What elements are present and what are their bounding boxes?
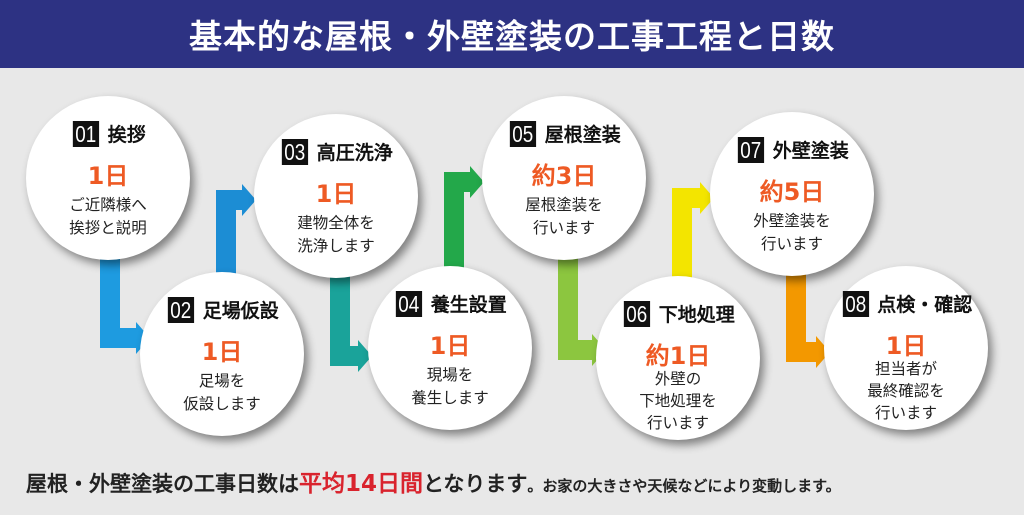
step-04: 04 養生設置 1日 現場を 養生します bbox=[368, 266, 532, 430]
step-header: 03 高圧洗浄 bbox=[254, 138, 418, 165]
summary-note: 。お家の大きさや天候などにより変動します。 bbox=[527, 477, 841, 495]
step-description: ご近隣様へ 挨拶と説明 bbox=[36, 194, 180, 240]
step-duration: 約1日 bbox=[645, 342, 711, 370]
step-duration: 1日 bbox=[87, 162, 129, 190]
step-title: 養生設置 bbox=[430, 294, 507, 316]
summary-lead: 屋根・外壁塗装の工事日数は bbox=[26, 472, 299, 496]
step-header: 02 足場仮設 bbox=[140, 296, 304, 323]
arrow-06-to-07 bbox=[672, 182, 714, 294]
description-line: 建物全体を bbox=[297, 214, 375, 232]
step-07: 07 外壁塗装 約5日 外壁塗装を 行います bbox=[710, 112, 874, 276]
step-duration: 約3日 bbox=[531, 162, 597, 190]
description-line: 仮設します bbox=[183, 395, 261, 413]
step-number: 05 bbox=[510, 120, 536, 147]
step-description: 建物全体を 洗浄します bbox=[264, 212, 408, 258]
description-line: 担当者が bbox=[874, 360, 937, 378]
arrow-05-to-06 bbox=[558, 250, 606, 366]
step-number: 02 bbox=[168, 296, 194, 323]
flow-arrows bbox=[100, 166, 830, 372]
description-line: 外壁の bbox=[654, 370, 702, 388]
summary-tail: となります bbox=[423, 472, 528, 496]
description-line: 最終確認を bbox=[867, 382, 945, 400]
step-title: 挨拶 bbox=[107, 124, 146, 146]
description-line: 洗浄します bbox=[297, 237, 375, 255]
description-line: 挨拶と説明 bbox=[69, 219, 147, 237]
description-line: 足場を bbox=[198, 372, 246, 390]
step-02: 02 足場仮設 1日 足場を 仮設します bbox=[140, 272, 304, 436]
step-header: 01 挨拶 bbox=[26, 120, 190, 147]
step-duration: 1日 bbox=[315, 180, 357, 208]
step-description: 足場を 仮設します bbox=[150, 370, 294, 416]
description-line: 屋根塗装を bbox=[525, 196, 603, 214]
step-number: 04 bbox=[396, 290, 422, 317]
arrow-01-to-02 bbox=[100, 238, 150, 354]
step-06: 06 下地処理 約1日 外壁の 下地処理を 行います bbox=[596, 276, 760, 440]
step-title: 下地処理 bbox=[658, 304, 735, 326]
description-line: 現場を bbox=[426, 366, 474, 384]
description-line: 行います bbox=[874, 404, 937, 422]
step-description: 屋根塗装を 行います bbox=[492, 194, 636, 240]
step-description: 外壁塗装を 行います bbox=[720, 210, 864, 256]
step-number: 06 bbox=[624, 300, 650, 327]
step-header: 06 下地処理 bbox=[596, 300, 760, 327]
description-line: 行います bbox=[532, 219, 595, 237]
arrow-04-to-05 bbox=[444, 166, 484, 278]
step-title: 屋根塗装 bbox=[544, 124, 621, 146]
step-description: 担当者が 最終確認を 行います bbox=[834, 358, 978, 424]
step-duration: 1日 bbox=[885, 332, 927, 360]
step-title: 高圧洗浄 bbox=[316, 142, 393, 164]
step-title: 足場仮設 bbox=[202, 300, 279, 322]
description-line: ご近隣様へ bbox=[69, 196, 147, 214]
description-line: 外壁塗装を bbox=[753, 212, 831, 230]
step-01: 01 挨拶 1日 ご近隣様へ 挨拶と説明 bbox=[26, 96, 190, 260]
arrow-03-to-04 bbox=[330, 258, 372, 372]
step-title: 点検・確認 bbox=[877, 294, 973, 316]
step-number: 01 bbox=[73, 120, 99, 147]
step-description: 現場を 養生します bbox=[378, 364, 522, 410]
description-line: 養生します bbox=[411, 389, 489, 407]
description-line: 行います bbox=[760, 235, 823, 253]
description-line: 行います bbox=[646, 414, 709, 432]
step-08: 08 点検・確認 1日 担当者が 最終確認を 行います bbox=[824, 266, 988, 430]
step-duration: 1日 bbox=[429, 332, 471, 360]
step-03: 03 高圧洗浄 1日 建物全体を 洗浄します bbox=[254, 114, 418, 278]
step-duration: 約5日 bbox=[759, 178, 825, 206]
step-header: 05 屋根塗装 bbox=[482, 120, 646, 147]
summary-highlight: 平均14日間 bbox=[299, 471, 424, 497]
step-header: 08 点検・確認 bbox=[824, 290, 988, 317]
description-line: 下地処理を bbox=[639, 392, 717, 410]
process-flow: 01 挨拶 1日 ご近隣様へ 挨拶と説明 02 足場仮設 1日 足場を 仮設しま… bbox=[0, 68, 1024, 458]
footer-summary: 屋根・外壁塗装の工事日数は平均14日間となります。お家の大きさや天候などにより変… bbox=[26, 464, 1016, 504]
arrow-02-to-03 bbox=[216, 184, 256, 296]
page-title: 基本的な屋根・外壁塗装の工事工程と日数 bbox=[189, 17, 835, 56]
step-number: 03 bbox=[282, 138, 308, 165]
step-header: 07 外壁塗装 bbox=[710, 136, 874, 163]
step-05: 05 屋根塗装 約3日 屋根塗装を 行います bbox=[482, 96, 646, 260]
title-banner: 基本的な屋根・外壁塗装の工事工程と日数 bbox=[0, 0, 1024, 68]
step-number: 08 bbox=[842, 290, 869, 317]
arrow-07-to-08 bbox=[786, 264, 830, 368]
step-number: 07 bbox=[738, 136, 764, 163]
step-duration: 1日 bbox=[201, 338, 243, 366]
step-header: 04 養生設置 bbox=[368, 290, 532, 317]
step-title: 外壁塗装 bbox=[772, 140, 849, 162]
step-description: 外壁の 下地処理を 行います bbox=[606, 368, 750, 434]
